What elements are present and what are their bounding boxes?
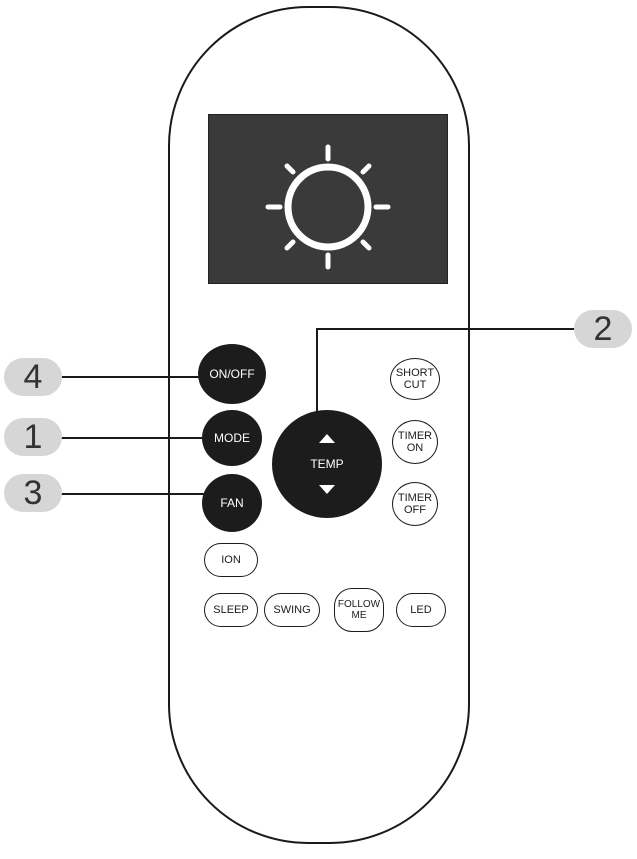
short-cut-label-line2: CUT <box>403 379 427 391</box>
callout-line-1 <box>60 437 205 439</box>
on-off-button[interactable]: ON/OFF <box>198 344 266 404</box>
timer-on-button[interactable]: TIMER ON <box>392 420 438 464</box>
on-off-label: ON/OFF <box>209 367 255 381</box>
led-label: LED <box>410 604 432 616</box>
callout-badge-4: 4 <box>4 358 62 396</box>
remote-display <box>208 114 448 284</box>
timer-off-button[interactable]: TIMER OFF <box>392 482 438 526</box>
temp-up-icon[interactable] <box>319 434 335 443</box>
callout-badge-1: 1 <box>4 418 62 456</box>
follow-me-label-line1: FOLLOW <box>337 599 381 610</box>
temp-down-icon[interactable] <box>319 485 335 494</box>
timer-off-label-line1: TIMER <box>397 492 433 504</box>
callout-line-3 <box>60 493 210 495</box>
timer-off-label-line2: OFF <box>403 504 426 516</box>
swing-button[interactable]: SWING <box>264 593 320 627</box>
mode-button[interactable]: MODE <box>202 410 262 466</box>
fan-label: FAN <box>220 496 244 510</box>
callout-badge-2: 2 <box>574 310 632 348</box>
callout-line-4 <box>60 376 200 378</box>
timer-on-label-line2: ON <box>406 442 424 454</box>
fan-button[interactable]: FAN <box>202 474 262 532</box>
follow-me-button[interactable]: FOLLOW ME <box>334 588 384 632</box>
sleep-button[interactable]: SLEEP <box>204 593 258 627</box>
ion-button[interactable]: ION <box>204 543 258 577</box>
swing-label: SWING <box>273 604 311 616</box>
temp-button[interactable]: TEMP <box>272 410 382 518</box>
callout-line-2-vertical <box>316 328 318 414</box>
sun-icon <box>265 144 391 270</box>
temp-label: TEMP <box>310 457 344 471</box>
sleep-label: SLEEP <box>213 604 249 616</box>
ion-label: ION <box>221 554 241 566</box>
short-cut-label-line1: SHORT <box>395 367 435 379</box>
timer-on-label-line1: TIMER <box>397 430 433 442</box>
callout-badge-3: 3 <box>4 474 62 512</box>
mode-label: MODE <box>214 431 250 445</box>
callout-line-2-horizontal <box>316 328 586 330</box>
short-cut-button[interactable]: SHORT CUT <box>390 358 440 400</box>
led-button[interactable]: LED <box>396 593 446 627</box>
follow-me-label-line2: ME <box>351 610 367 621</box>
